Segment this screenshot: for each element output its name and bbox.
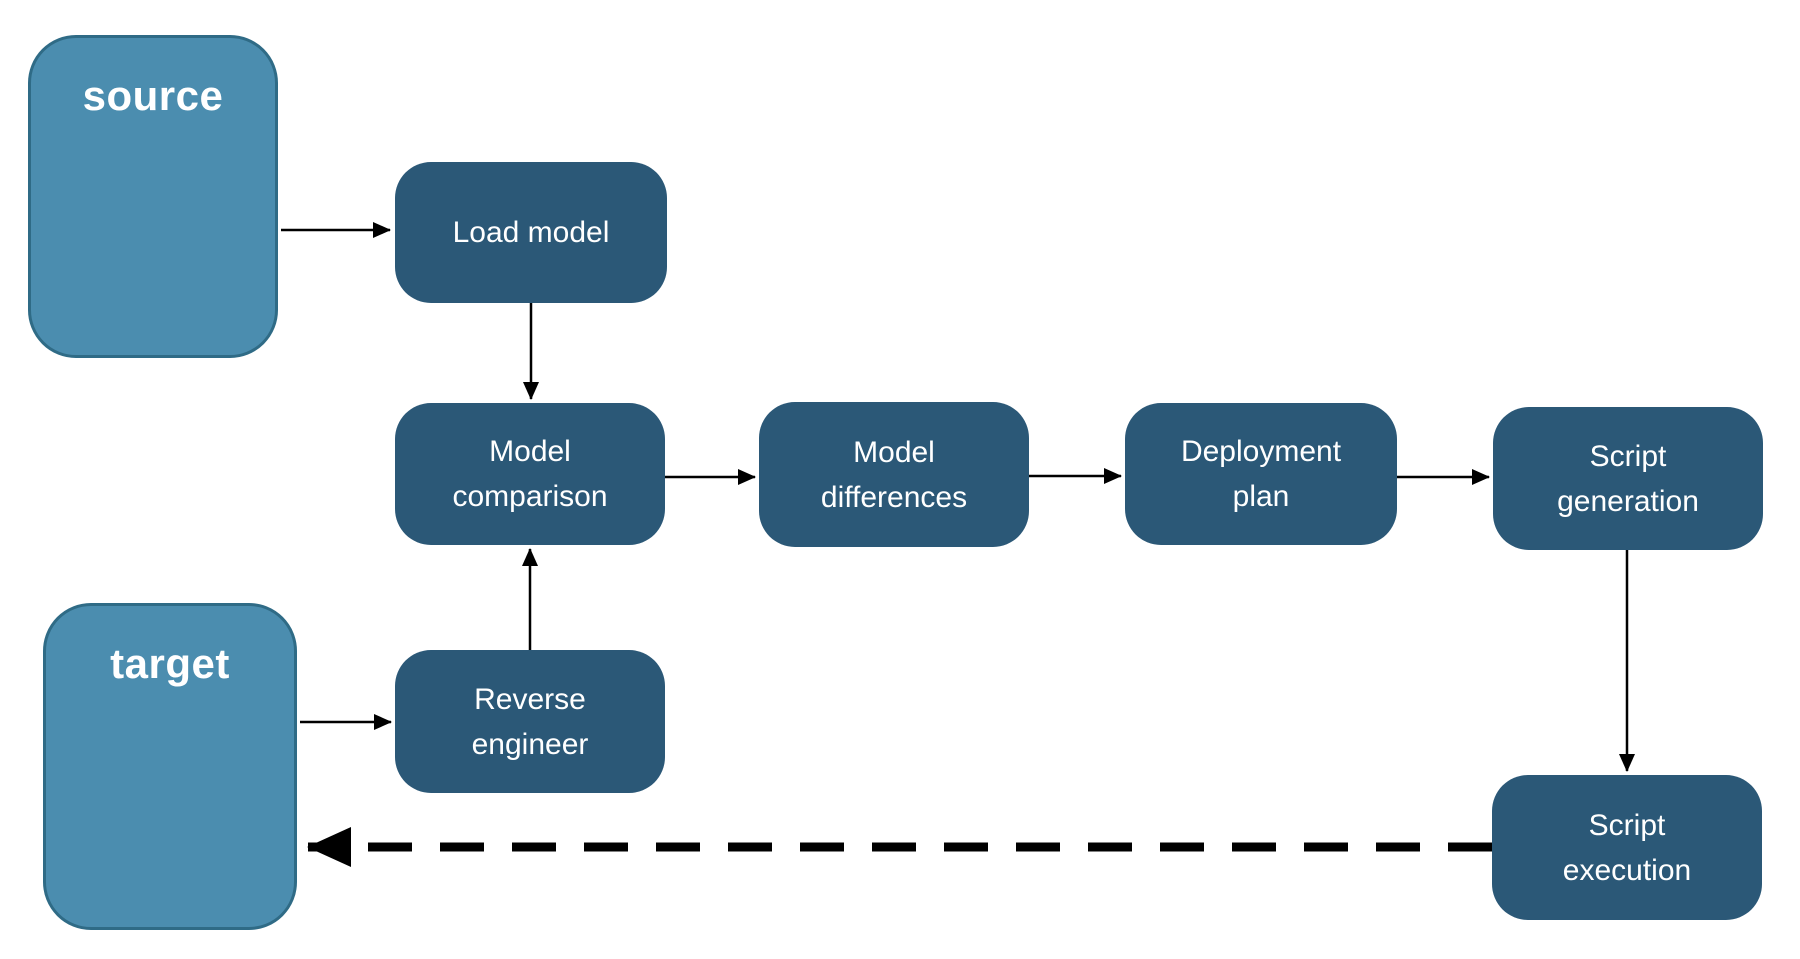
node-load-model-label: Load model [452, 216, 610, 249]
node-deployment-plan: Deployment plan [1125, 403, 1397, 545]
node-model-differences: Model differences [759, 402, 1029, 547]
node-script-generation-label: Script generation [1557, 439, 1699, 518]
node-script-execution: Script execution [1492, 775, 1762, 920]
node-script-generation: Script generation [1493, 407, 1763, 550]
target-label: target [110, 640, 230, 687]
node-script-execution-label: Script execution [1562, 808, 1692, 887]
target-container-node: target [43, 603, 297, 930]
node-load-model: Load model [395, 162, 667, 303]
node-model-comparison-label: Model comparison [452, 435, 608, 513]
node-reverse-engineer-label: Reverse engineer [471, 682, 589, 761]
node-model-comparison: Model comparison [395, 403, 665, 545]
source-container-node: source [28, 35, 278, 358]
node-deployment-plan-label: Deployment plan [1180, 435, 1342, 513]
source-label: source [82, 72, 224, 119]
node-model-differences-label: Model differences [820, 435, 968, 514]
node-reverse-engineer: Reverse engineer [395, 650, 665, 793]
